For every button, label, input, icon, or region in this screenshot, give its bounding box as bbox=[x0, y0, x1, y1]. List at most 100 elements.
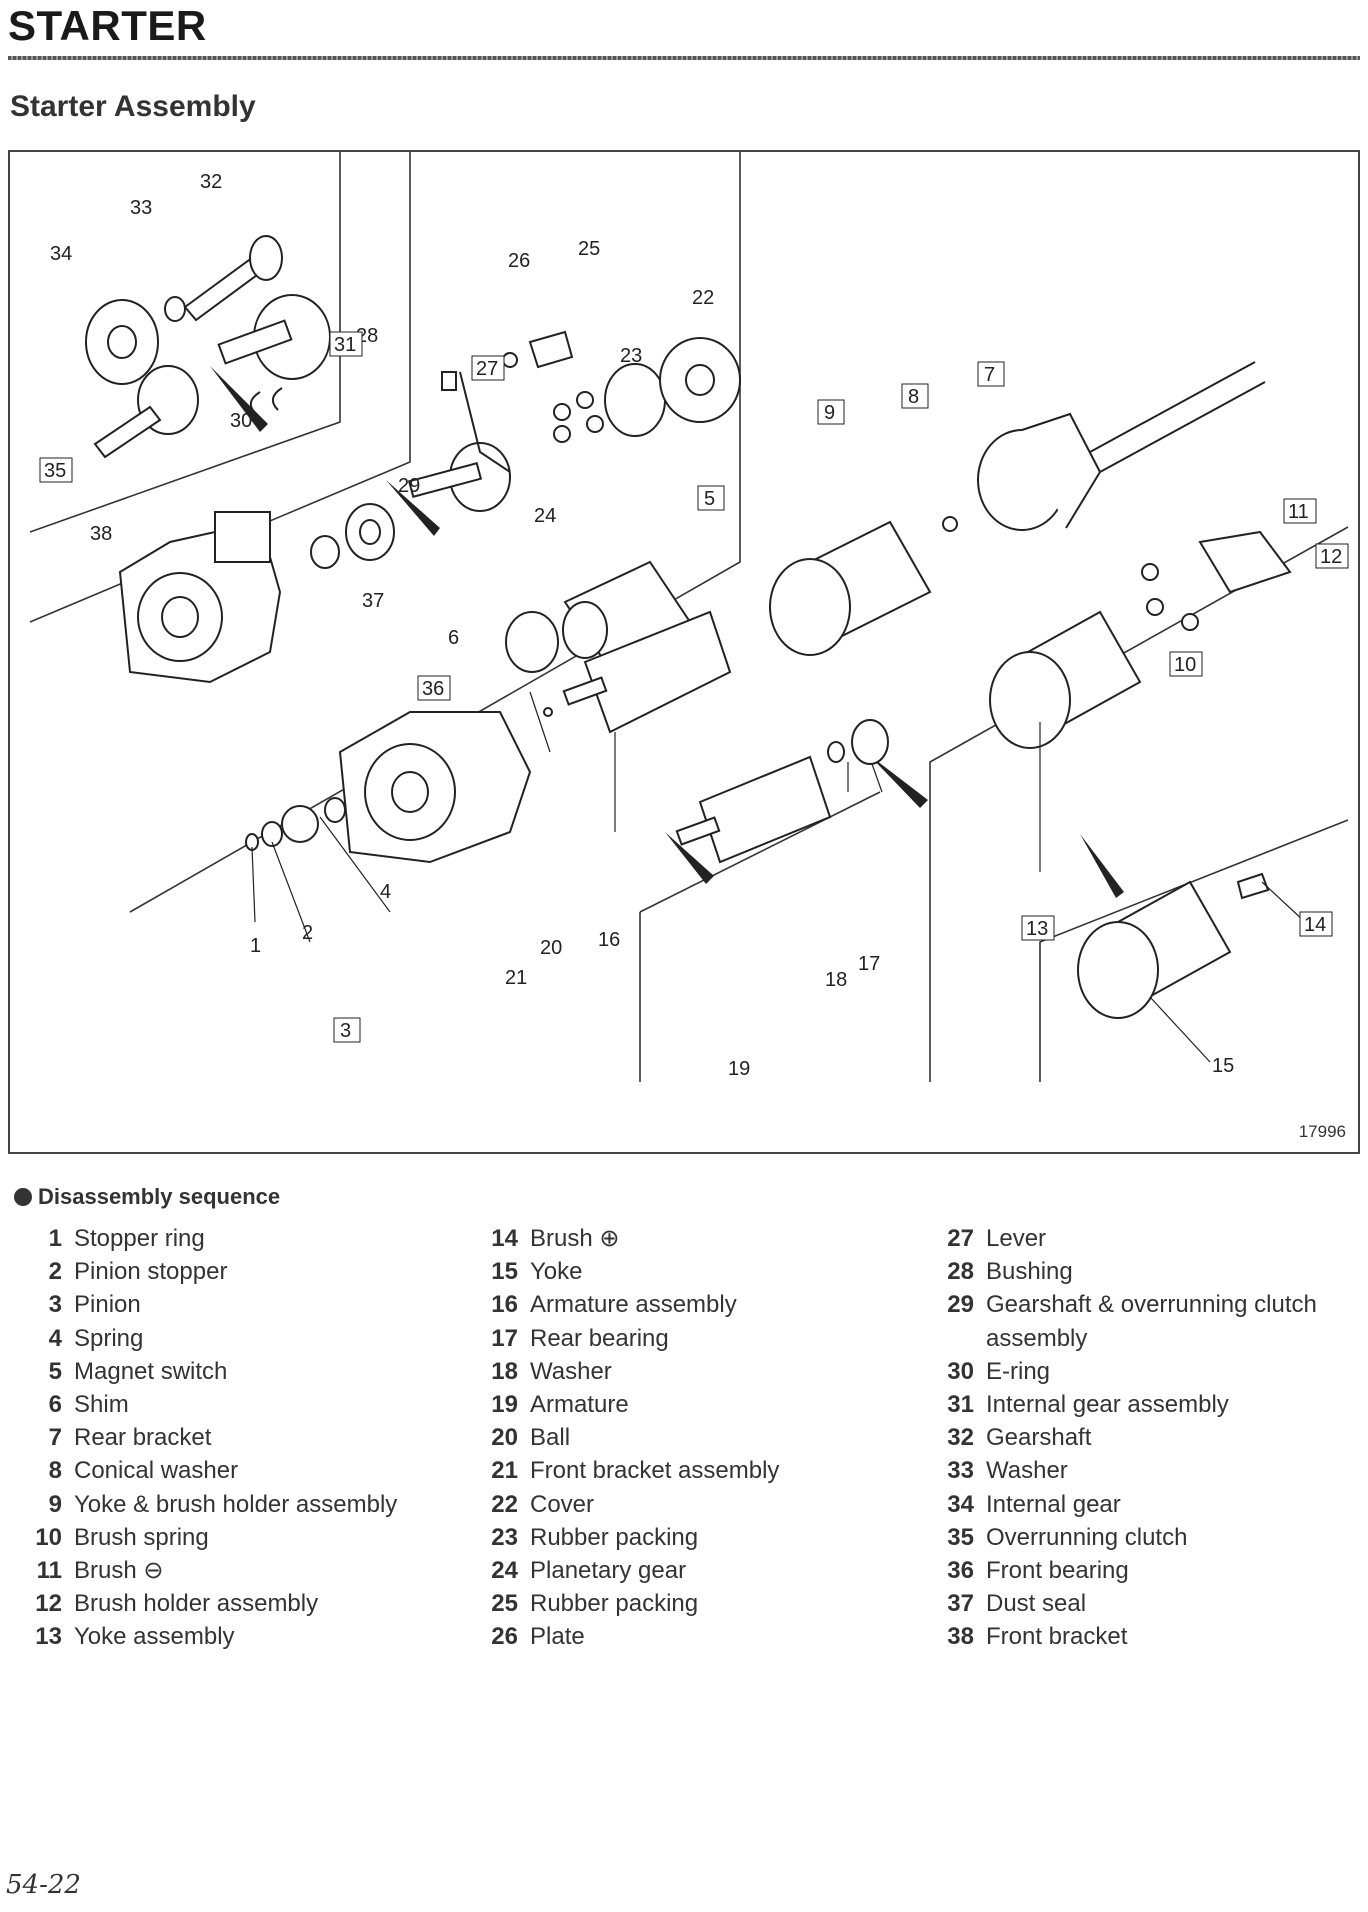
item-number: 6 bbox=[48, 1391, 62, 1419]
svg-text:27: 27 bbox=[476, 358, 498, 380]
svg-text:24: 24 bbox=[534, 505, 556, 527]
item-number: 13 bbox=[35, 1623, 62, 1651]
item-label: Dust seal bbox=[986, 1590, 1087, 1618]
svg-text:4: 4 bbox=[380, 881, 391, 903]
item-number: 12 bbox=[35, 1590, 62, 1618]
list-item: 1 Stopper ring bbox=[28, 1222, 458, 1255]
item-label: Rear bracket bbox=[74, 1424, 212, 1452]
list-item: 6 Shim bbox=[28, 1388, 458, 1421]
item-number: 9 bbox=[48, 1490, 62, 1518]
item-label: Brush ⊕ bbox=[530, 1225, 620, 1252]
item-number: 36 bbox=[947, 1557, 974, 1585]
item-label: Plate bbox=[530, 1623, 585, 1651]
item-number: 1 bbox=[48, 1225, 62, 1252]
svg-text:13: 13 bbox=[1026, 918, 1048, 940]
svg-text:34: 34 bbox=[50, 243, 72, 265]
item-label: Spring bbox=[74, 1324, 144, 1352]
svg-text:19: 19 bbox=[728, 1058, 750, 1080]
list-item: 26 Plate bbox=[484, 1620, 914, 1653]
item-number: 25 bbox=[491, 1590, 518, 1618]
item-label: Brush holder assembly bbox=[74, 1590, 319, 1618]
item-label: Overrunning clutch bbox=[986, 1523, 1188, 1551]
item-label: Stopper ring bbox=[74, 1225, 205, 1252]
item-number: 28 bbox=[947, 1258, 974, 1286]
item-number: 34 bbox=[947, 1490, 974, 1518]
svg-text:18: 18 bbox=[825, 969, 847, 991]
item-label: Shim bbox=[74, 1391, 129, 1419]
svg-text:31: 31 bbox=[334, 334, 356, 356]
svg-text:25: 25 bbox=[578, 238, 600, 260]
item-label: Armature assembly bbox=[530, 1291, 737, 1319]
item-number: 18 bbox=[491, 1357, 518, 1385]
svg-text:7: 7 bbox=[984, 364, 995, 386]
item-number: 33 bbox=[947, 1457, 974, 1485]
item-number: 8 bbox=[48, 1457, 62, 1485]
item-label: Lever bbox=[986, 1225, 1047, 1252]
item-label: Yoke & brush holder assembly bbox=[74, 1490, 398, 1518]
exploded-view-drawing: 1 2 4 6 20 16 21 17 18 19 15 38 37 29 24… bbox=[29, 152, 1349, 1082]
list-item: 10 Brush spring bbox=[28, 1521, 458, 1554]
svg-text:9: 9 bbox=[824, 402, 835, 424]
panel-lines bbox=[29, 152, 1349, 1082]
item-label: Front bearing bbox=[986, 1557, 1129, 1585]
svg-text:21: 21 bbox=[505, 967, 527, 989]
item-number: 10 bbox=[35, 1523, 62, 1551]
item-label: Gearshaft & overrunning clutch assembly bbox=[986, 1291, 1317, 1352]
svg-text:30: 30 bbox=[230, 410, 252, 432]
item-number: 5 bbox=[48, 1357, 62, 1385]
figure-id: 17996 bbox=[1298, 1122, 1346, 1141]
svg-text:38: 38 bbox=[90, 523, 112, 545]
svg-text:3: 3 bbox=[340, 1020, 351, 1042]
item-label: Front bracket bbox=[986, 1623, 1128, 1651]
item-number: 32 bbox=[947, 1424, 974, 1452]
svg-text:22: 22 bbox=[692, 287, 714, 309]
item-number: 14 bbox=[491, 1225, 518, 1252]
svg-text:17: 17 bbox=[858, 953, 880, 975]
item-label: Washer bbox=[530, 1357, 612, 1385]
svg-text:2: 2 bbox=[302, 922, 313, 944]
svg-text:8: 8 bbox=[908, 386, 919, 408]
svg-text:1: 1 bbox=[250, 935, 261, 957]
list-item: 9 Yoke & brush holder assembly bbox=[28, 1488, 458, 1521]
list-item: 14 Brush ⊕ bbox=[484, 1222, 914, 1255]
item-number: 31 bbox=[947, 1391, 974, 1419]
exploded-view-figure: 1 2 4 6 20 16 21 17 18 19 15 38 37 29 24… bbox=[8, 150, 1360, 1154]
item-label: Pinion stopper bbox=[74, 1258, 228, 1286]
svg-text:26: 26 bbox=[508, 250, 530, 272]
svg-text:23: 23 bbox=[620, 345, 642, 367]
svg-text:12: 12 bbox=[1320, 546, 1342, 568]
title-rule bbox=[8, 56, 1360, 60]
svg-text:14: 14 bbox=[1304, 914, 1326, 936]
svg-text:32: 32 bbox=[200, 171, 222, 193]
item-label: Cover bbox=[530, 1490, 595, 1518]
item-label: Brush ⊖ bbox=[74, 1557, 164, 1585]
item-number: 37 bbox=[947, 1590, 974, 1618]
item-label: Magnet switch bbox=[74, 1357, 228, 1385]
item-label: Armature bbox=[530, 1391, 629, 1419]
list-item: 11 Brush ⊖ bbox=[28, 1554, 458, 1587]
bullet-icon bbox=[14, 1188, 32, 1206]
item-number: 26 bbox=[491, 1623, 518, 1651]
item-label: Brush spring bbox=[74, 1523, 209, 1551]
svg-text:29: 29 bbox=[398, 475, 420, 497]
item-label: Yoke assembly bbox=[74, 1623, 235, 1651]
part-shapes bbox=[85, 235, 1292, 1019]
list-item: 13 Yoke assembly bbox=[28, 1620, 458, 1653]
item-number: 11 bbox=[36, 1557, 62, 1585]
item-number: 3 bbox=[48, 1291, 62, 1319]
svg-text:33: 33 bbox=[130, 197, 152, 219]
item-label: Planetary gear bbox=[530, 1557, 687, 1585]
